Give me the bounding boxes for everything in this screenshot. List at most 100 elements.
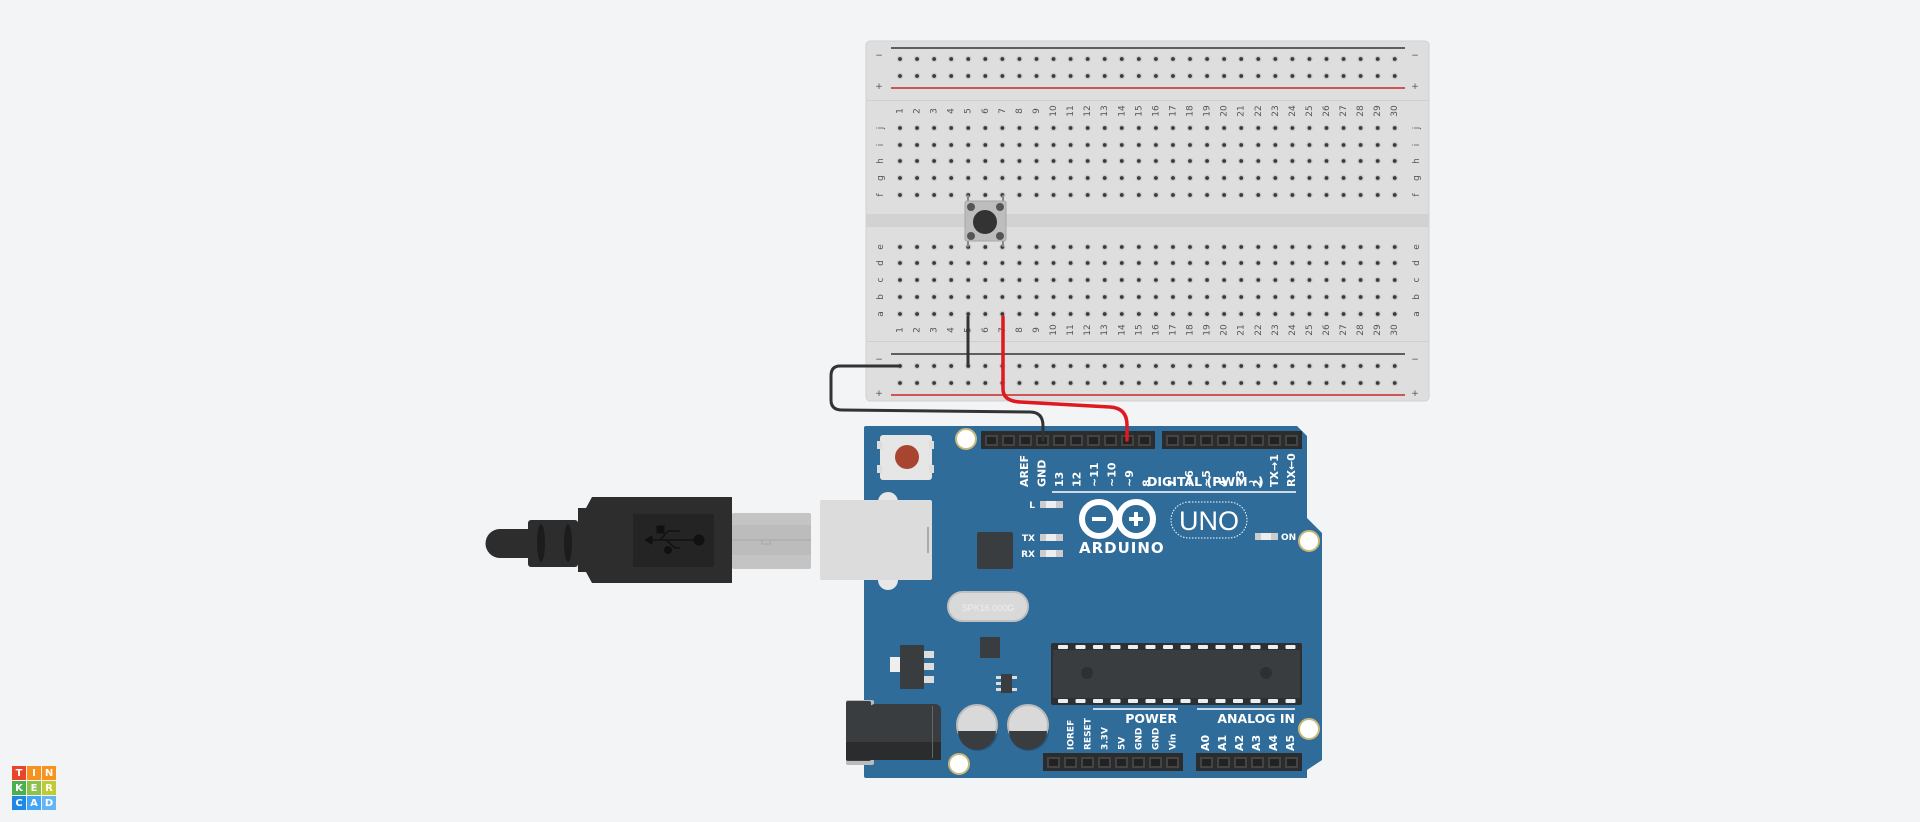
hole-h6-center — [983, 159, 988, 163]
digital-header-right[interactable] — [1162, 431, 1302, 449]
hole-e8-center — [1017, 245, 1022, 249]
rail-hole-bottom-plus-center — [1341, 381, 1346, 385]
pushbutton[interactable] — [964, 195, 1007, 247]
column-label: 26 — [1322, 324, 1332, 336]
power-pin-label: IOREF — [1067, 720, 1077, 750]
hole-f19-center — [1205, 193, 1209, 197]
rail-hole-top-plus-center — [1051, 74, 1056, 78]
hole-d16-center — [1154, 261, 1158, 265]
column-label: 4 — [947, 327, 957, 333]
hole-c22-center — [1256, 278, 1261, 282]
hole-b1-center — [898, 295, 902, 299]
rail-hole-bottom-minus-center — [1222, 364, 1227, 368]
usb-chip — [977, 532, 1013, 569]
power-pin-label: RESET — [1084, 717, 1094, 750]
hole-e10-center — [1051, 245, 1056, 249]
hole-i1-center — [898, 143, 902, 147]
hole-c14-center — [1119, 278, 1124, 282]
hole-h7-center — [1000, 159, 1005, 163]
chip-pin — [1268, 645, 1278, 649]
hole-g25-center — [1307, 176, 1312, 180]
usb-cable[interactable] — [485, 497, 812, 583]
hole-f15-center — [1136, 193, 1141, 197]
hole-f2-center — [915, 193, 919, 197]
hole-d2-center — [915, 261, 919, 265]
rail-hole-bottom-minus-center — [1324, 364, 1329, 368]
hole-c1-center — [898, 278, 902, 282]
hole-h1-center — [898, 159, 902, 163]
rail-hole-bottom-minus-center — [1068, 364, 1073, 368]
hole-j27-center — [1341, 126, 1346, 130]
chip-pin — [1215, 645, 1226, 649]
chip-pin — [1285, 645, 1296, 649]
logo-letter: K — [12, 781, 26, 795]
hole-h2-center — [915, 159, 919, 163]
capacitor — [1007, 704, 1049, 751]
column-label: 13 — [1100, 105, 1110, 116]
wire-pin9-to-button[interactable] — [1001, 315, 1129, 442]
rail-hole-bottom-minus-center — [1154, 364, 1158, 368]
digital-header-left[interactable] — [981, 431, 1155, 449]
hole-b10-center — [1051, 295, 1056, 299]
row-label-i: i — [876, 144, 886, 147]
column-label: 12 — [1083, 324, 1093, 335]
bottom-minus-label-left: − — [875, 355, 883, 365]
rail-hole-top-minus-center — [983, 57, 988, 61]
hole-j19-center — [1205, 126, 1209, 130]
hole-d20-center — [1222, 261, 1227, 265]
rail-hole-bottom-minus-center — [1341, 364, 1346, 368]
rail-hole-top-minus-center — [1256, 57, 1261, 61]
hole-a17-center — [1171, 312, 1175, 316]
rail-hole-bottom-plus-center — [1222, 381, 1227, 385]
wire-gnd-to-rail[interactable] — [829, 364, 1045, 442]
power-header[interactable] — [1043, 753, 1183, 771]
wires[interactable] — [829, 315, 1129, 442]
hole-d25-center — [1307, 261, 1312, 265]
analog-header[interactable] — [1196, 753, 1302, 771]
hole-h12-center — [1085, 159, 1090, 163]
hole-b8-center — [1017, 295, 1022, 299]
hole-g1-center — [898, 176, 902, 180]
rail-hole-bottom-plus-center — [983, 381, 988, 385]
hole-b26-center — [1324, 295, 1329, 299]
bottom-minus-label-right: − — [1411, 355, 1419, 365]
row-label-f: f — [1412, 193, 1422, 197]
hole-g27-center — [1341, 176, 1346, 180]
hole-b3-center — [932, 295, 937, 299]
breadboard-holes[interactable] — [896, 55, 1398, 387]
hole-c7-center — [1000, 278, 1005, 282]
hole-i25-center — [1307, 143, 1312, 147]
hole-c30-center — [1392, 278, 1397, 282]
logo-letter: N — [42, 766, 56, 780]
hole-g23-center — [1273, 176, 1278, 180]
usb-icon — [643, 525, 705, 554]
rail-hole-top-plus-center — [1239, 74, 1244, 78]
power-pin-socket-hole — [1100, 759, 1109, 766]
hole-c26-center — [1324, 278, 1329, 282]
hole-b17-center — [1171, 295, 1175, 299]
hole-f8-center — [1017, 193, 1022, 197]
hole-j22-center — [1256, 126, 1261, 130]
digital-pin-socket-hole — [1185, 437, 1194, 444]
hole-e16-center — [1154, 245, 1158, 249]
pushbutton-cap[interactable] — [973, 210, 997, 234]
hole-j3-center — [932, 126, 937, 130]
hole-e2-center — [915, 245, 919, 249]
hole-a10-center — [1051, 312, 1056, 316]
row-label-i: i — [1412, 144, 1422, 147]
row-label-d: d — [1412, 260, 1422, 266]
hole-i23-center — [1273, 143, 1278, 147]
hole-b23-center — [1273, 295, 1278, 299]
led-rx-label: RX — [1021, 550, 1035, 560]
rail-hole-top-minus-center — [1188, 57, 1192, 61]
reset-button[interactable] — [877, 435, 934, 480]
column-label: 17 — [1168, 105, 1178, 116]
analog-pin-label: A2 — [1233, 735, 1246, 751]
column-label: 18 — [1186, 324, 1196, 336]
hole-g28-center — [1358, 176, 1363, 180]
